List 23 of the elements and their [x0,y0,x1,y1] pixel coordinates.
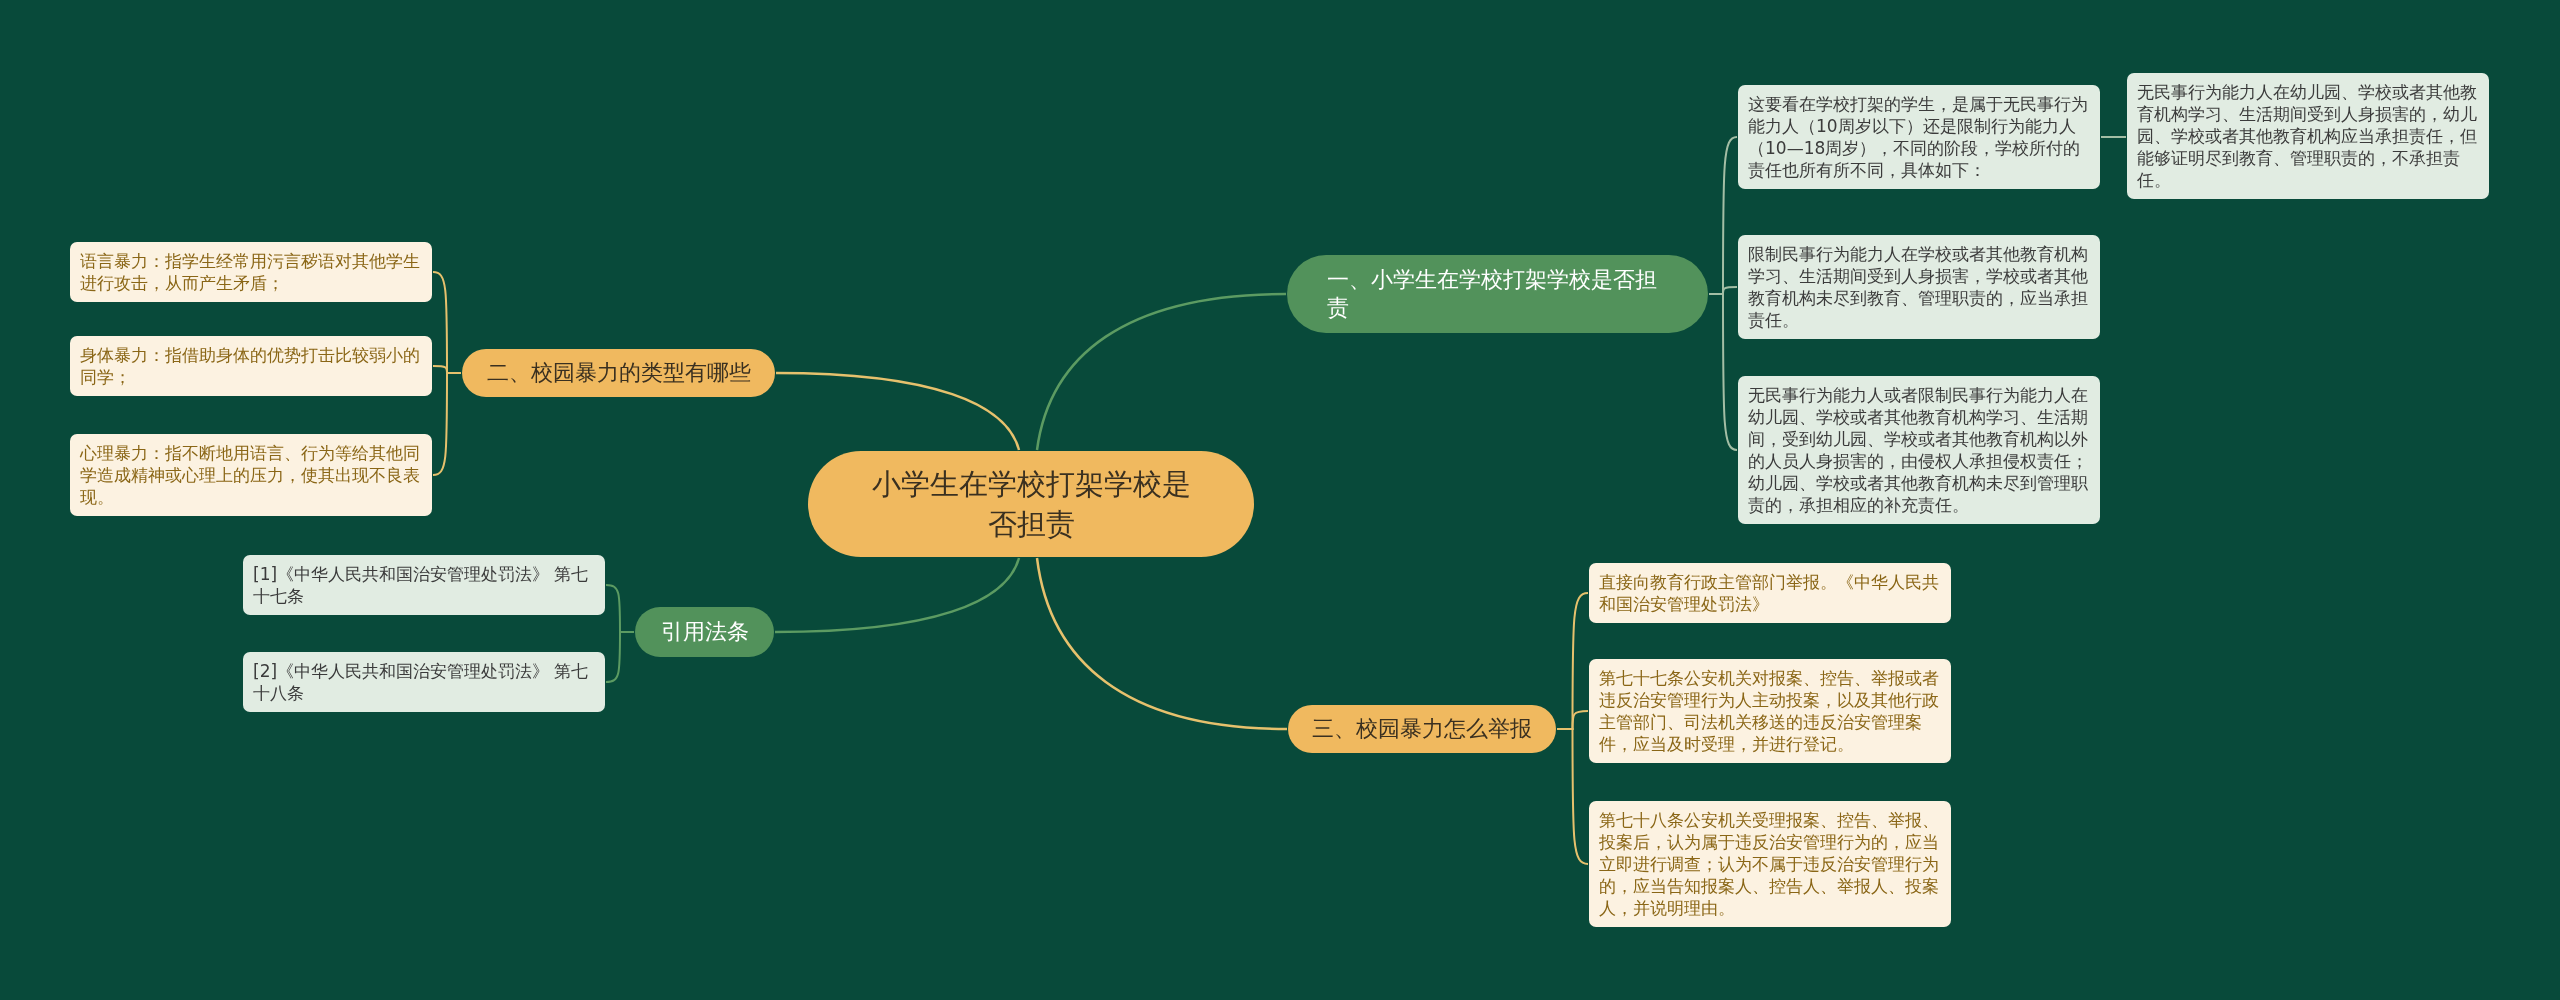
note-card: 直接向教育行政主管部门举报。《中华人民共和国治安管理处罚法》 [1589,563,1951,623]
note-card: [2]《中华人民共和国治安管理处罚法》 第七十八条 [243,652,605,712]
note-card: 无民事行为能力人或者限制民事行为能力人在幼儿园、学校或者其他教育机构学习、生活期间，受到幼儿园、学校或者其他教育机构以外的人员人身损害的，由侵权人承担侵权责任；幼儿园、学校或者其他教育机构未尽到管理职责的，承担相应的补充责任。 [1738,376,2100,524]
connector-line [1556,728,1589,865]
note-card: 语言暴力：指学生经常用污言秽语对其他学生进行攻击，从而产生矛盾； [70,242,432,302]
connector-line [775,371,1021,451]
central-topic: 小学生在学校打架学校是否担责 [808,451,1254,557]
connector-line [2100,136,2127,138]
note-card: 限制民事行为能力人在学校或者其他教育机构学习、生活期间受到人身损害，学校或者其他教育机构未尽到教育、管理职责的，应当承担责任。 [1738,235,2100,339]
note-card: 第七十七条公安机关对报案、控告、举报或者违反治安管理行为人主动投案，以及其他行政主管部门、司法机关移送的违反治安管理案件，应当及时受理，并进行登记。 [1589,659,1951,763]
note-card: 心理暴力：指不断地用语言、行为等给其他同学造成精神或心理上的压力，使其出现不良表现。 [70,434,432,516]
note-card: 第七十八条公安机关受理报案、控告、举报、投案后，认为属于违反治安管理行为的，应当立即进行调查；认为不属于违反治安管理行为的，应当告知报案人、控告人、举报人、投案人，并说明理由。 [1589,801,1951,927]
branch-topic: 二、校园暴力的类型有哪些 [462,349,775,397]
note-card: 身体暴力：指借助身体的优势打击比较弱小的同学； [70,336,432,396]
branch-topic: 三、校园暴力怎么举报 [1288,705,1556,753]
connector-line [1035,292,1287,451]
note-card: [1]《中华人民共和国治安管理处罚法》 第七十七条 [243,555,605,615]
connector-line [1035,557,1288,731]
branch-topic: 一、小学生在学校打架学校是否担责 [1287,255,1708,333]
connector-line [774,557,1021,634]
note-card: 这要看在学校打架的学生，是属于无民事行为能力人（10周岁以下）还是限制行为能力人（10—18周岁），不同的阶段，学校所付的责任也所有所不同，具体如下： [1738,85,2100,189]
note-card: 无民事行为能力人在幼儿园、学校或者其他教育机构学习、生活期间受到人身损害的，幼儿园、学校或者其他教育机构应当承担责任，但能够证明尽到教育、管理职责的，不承担责任。 [2127,73,2489,199]
branch-topic: 引用法条 [635,607,774,657]
